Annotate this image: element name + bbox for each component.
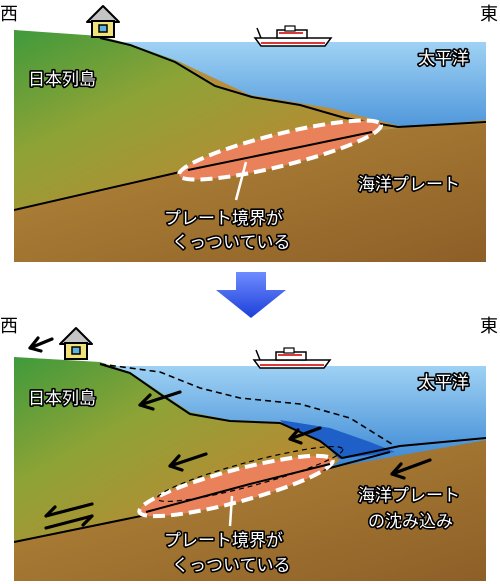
bottom-locked-label-line1: プレート境界が — [164, 531, 283, 551]
bottom-west-label: 西 — [0, 316, 18, 337]
top-locked-label-line1: プレート境界が — [164, 209, 283, 229]
bottom-land-japan — [14, 357, 340, 542]
top-panel — [14, 30, 486, 262]
top-locked-zone — [177, 118, 383, 182]
bottom-trench-sea — [280, 420, 395, 460]
down-arrow-icon — [216, 272, 286, 318]
bottom-original-surface — [99, 363, 396, 447]
bottom-locked-zone-original — [156, 445, 344, 503]
top-locked-label-line2: くっついている — [172, 233, 291, 253]
bottom-locked-label-line2: くっついている — [172, 556, 291, 576]
ship-icon — [253, 25, 333, 47]
top-west-label: 西 — [0, 4, 18, 25]
top-land-japan — [14, 30, 395, 210]
bottom-subduction-label-line1: 海洋プレート — [358, 486, 460, 506]
bottom-ocean-label: 太平洋 — [418, 373, 469, 393]
bottom-subduction-label-line2: の沈み込み — [368, 512, 453, 532]
ship-icon — [252, 347, 332, 369]
top-oceanic-plate — [14, 120, 486, 262]
motion-arrow-icon — [28, 336, 432, 530]
top-japan-label: 日本列島 — [28, 70, 96, 90]
bottom-panel — [14, 357, 486, 581]
top-oceanic-plate-label: 海洋プレート — [358, 175, 460, 195]
top-locked-pointer — [234, 161, 248, 201]
top-ocean-label: 太平洋 — [418, 49, 469, 69]
bottom-east-label: 東 — [480, 316, 498, 337]
bottom-locked-pointer — [228, 495, 234, 527]
top-east-label: 東 — [480, 4, 498, 25]
house-icon — [86, 5, 120, 38]
bottom-coastline — [99, 363, 486, 460]
house-icon — [59, 327, 93, 360]
bottom-oceanic-plate — [14, 440, 486, 581]
bottom-japan-label: 日本列島 — [28, 389, 96, 409]
